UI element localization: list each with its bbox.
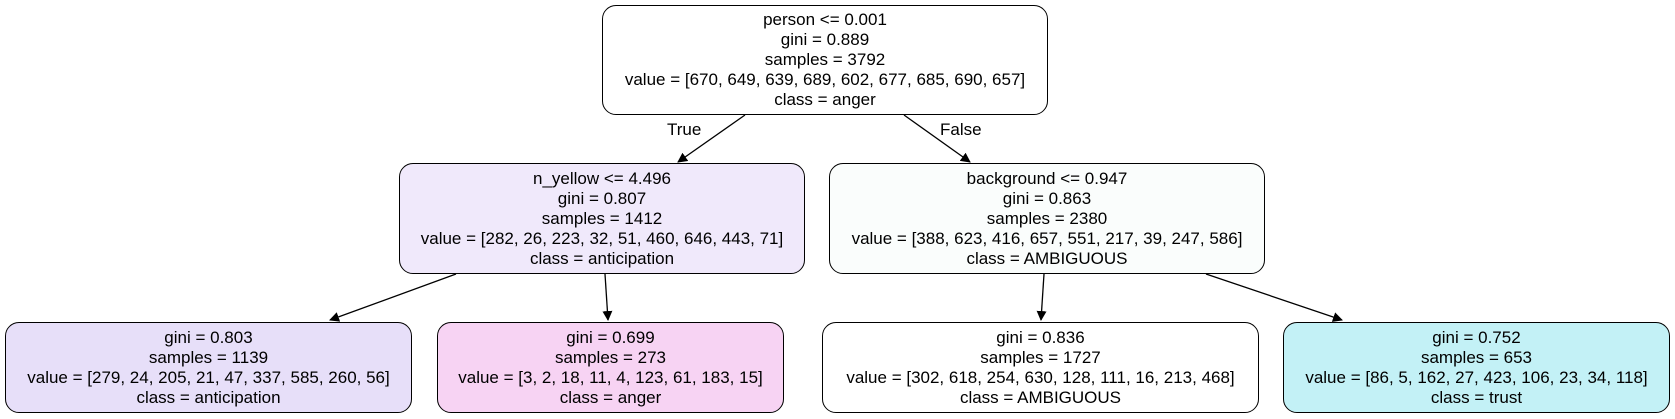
node-value: value = [3, 2, 18, 11, 4, 123, 61, 183, … bbox=[458, 367, 763, 387]
node-gini: gini = 0.803 bbox=[164, 327, 253, 347]
node-class: class = AMBIGUOUS bbox=[966, 248, 1128, 268]
node-class: class = anger bbox=[774, 90, 876, 109]
tree-leaf-1: gini = 0.803 samples = 1139 value = [279… bbox=[5, 322, 412, 413]
edge-right-leaf3 bbox=[1036, 273, 1047, 321]
edge-left-leaf1 bbox=[329, 273, 457, 322]
node-class: class = anticipation bbox=[136, 387, 281, 407]
edge-right-leaf4 bbox=[1205, 273, 1343, 322]
node-value: value = [670, 649, 639, 689, 602, 677, 6… bbox=[624, 70, 1026, 89]
tree-node-right: background <= 0.947 gini = 0.863 samples… bbox=[829, 163, 1265, 274]
tree-node-root: person <= 0.001 gini = 0.889 samples = 3… bbox=[602, 5, 1048, 115]
edge-label-true: True bbox=[667, 120, 702, 139]
edge-root-left bbox=[677, 114, 746, 163]
node-gini: gini = 0.807 bbox=[557, 188, 647, 208]
edge-label-false: False bbox=[940, 120, 982, 139]
node-samples: samples = 1139 bbox=[148, 347, 269, 367]
tree-leaf-4: gini = 0.752 samples = 653 value = [86, … bbox=[1283, 322, 1670, 413]
node-class: class = trust bbox=[1430, 387, 1523, 407]
node-value: value = [86, 5, 162, 27, 423, 106, 23, 3… bbox=[1305, 367, 1648, 387]
tree-leaf-2: gini = 0.699 samples = 273 value = [3, 2… bbox=[437, 322, 784, 413]
node-value: value = [279, 24, 205, 21, 47, 337, 585,… bbox=[27, 367, 390, 387]
node-split: n_yellow <= 4.496 bbox=[533, 168, 671, 188]
node-samples: samples = 273 bbox=[554, 347, 667, 367]
node-class: class = AMBIGUOUS bbox=[959, 387, 1122, 407]
node-value: value = [388, 623, 416, 657, 551, 217, 3… bbox=[851, 228, 1243, 248]
node-value: value = [302, 618, 254, 630, 128, 111, 1… bbox=[846, 367, 1235, 387]
node-class: class = anger bbox=[559, 387, 662, 407]
tree-node-left: n_yellow <= 4.496 gini = 0.807 samples =… bbox=[399, 163, 805, 274]
node-samples: samples = 3792 bbox=[764, 50, 886, 69]
node-gini: gini = 0.699 bbox=[566, 327, 655, 347]
edge-left-leaf2 bbox=[602, 273, 613, 321]
node-samples: samples = 1727 bbox=[980, 347, 1101, 367]
node-gini: gini = 0.863 bbox=[1002, 188, 1092, 208]
tree-leaf-3: gini = 0.836 samples = 1727 value = [302… bbox=[822, 322, 1259, 413]
node-samples: samples = 2380 bbox=[986, 208, 1108, 228]
node-class: class = anticipation bbox=[529, 248, 675, 268]
node-gini: gini = 0.889 bbox=[780, 30, 870, 49]
edge-root-right bbox=[903, 114, 971, 163]
node-gini: gini = 0.836 bbox=[996, 327, 1085, 347]
node-samples: samples = 653 bbox=[1420, 347, 1533, 367]
node-gini: gini = 0.752 bbox=[1432, 327, 1521, 347]
node-value: value = [282, 26, 223, 32, 51, 460, 646,… bbox=[420, 228, 784, 248]
node-split: background <= 0.947 bbox=[966, 168, 1128, 188]
node-samples: samples = 1412 bbox=[541, 208, 663, 228]
node-split: person <= 0.001 bbox=[763, 10, 887, 29]
